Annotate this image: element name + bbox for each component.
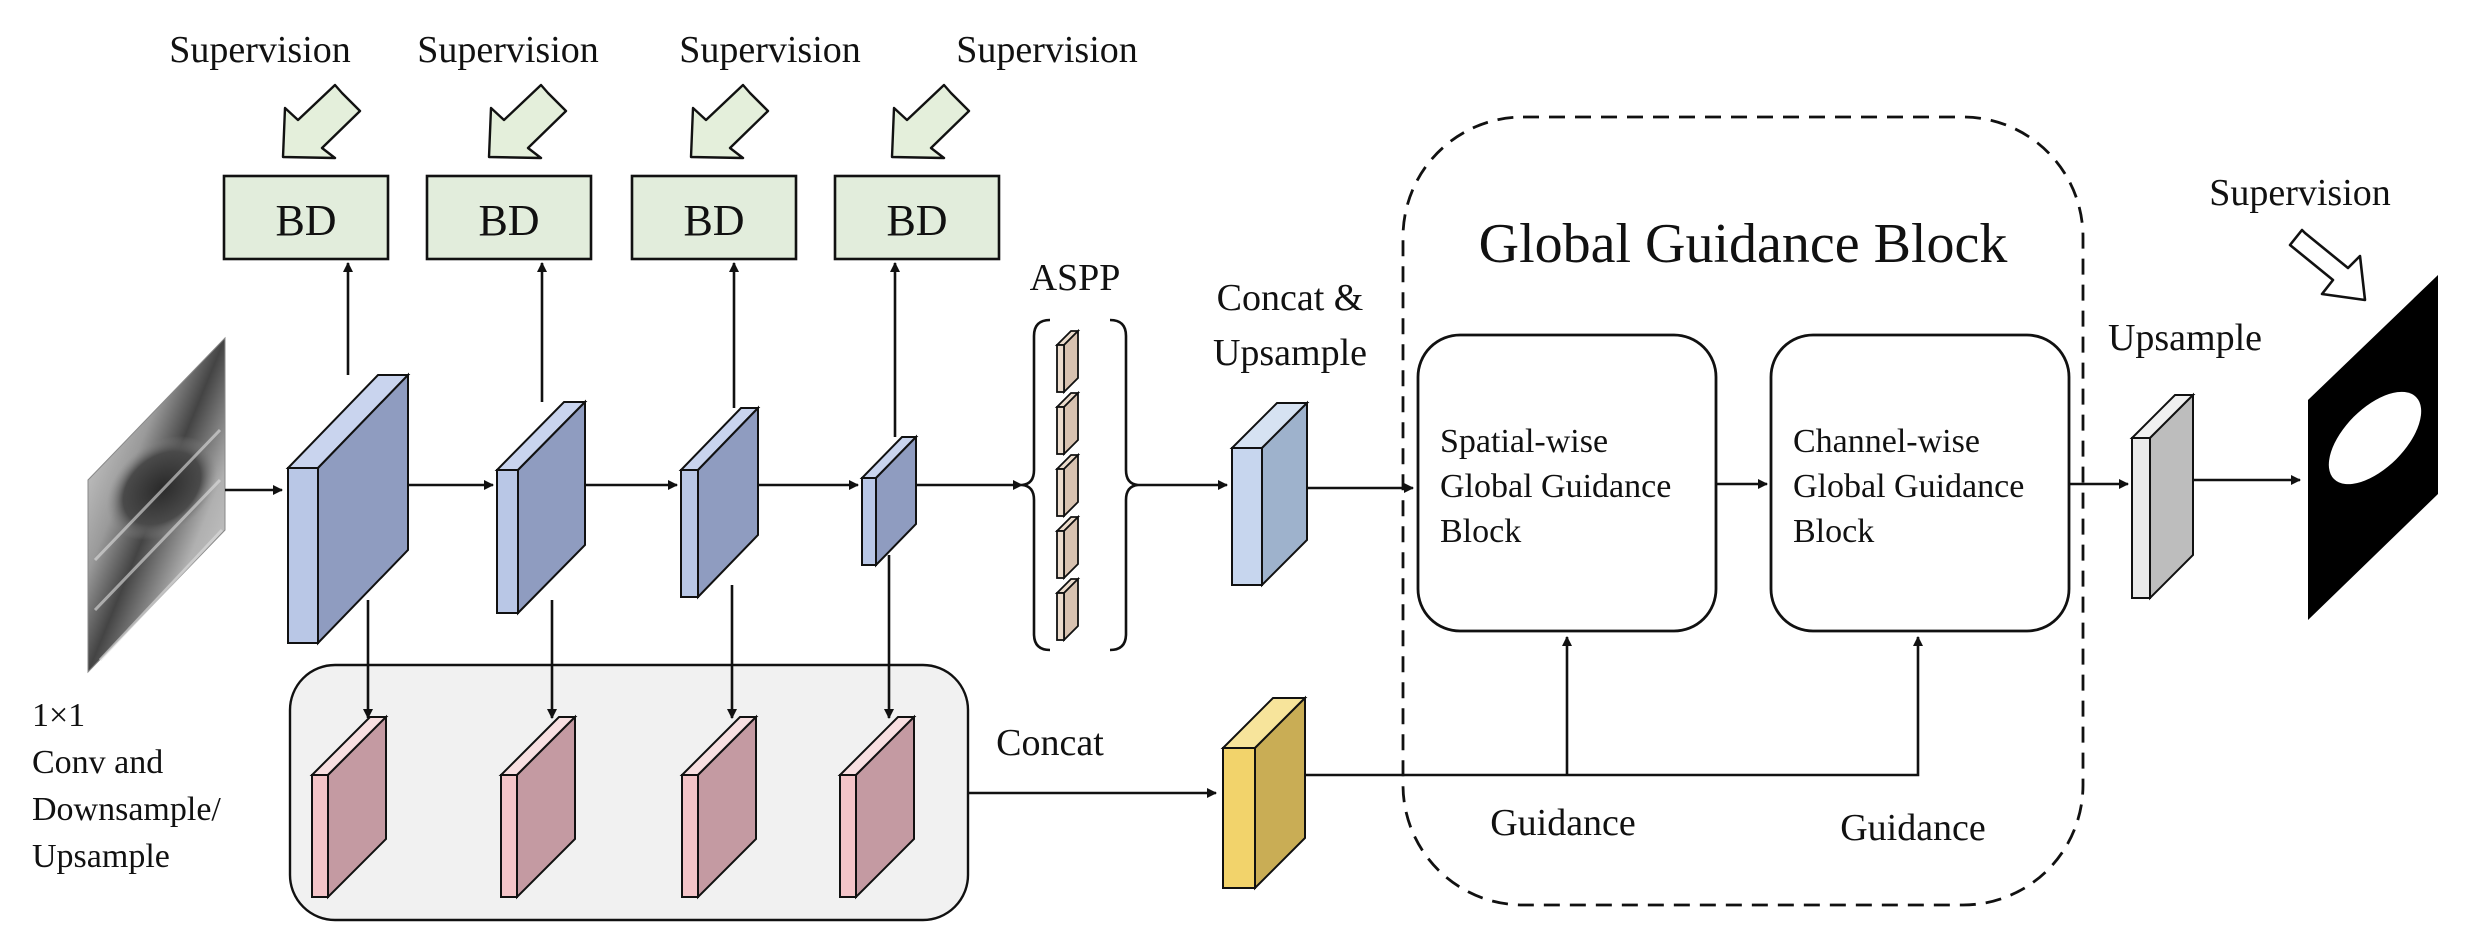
encoder-block-4	[859, 434, 919, 568]
aspp-branch-1	[1054, 328, 1081, 395]
upsample-block	[2129, 392, 2196, 601]
encoder-block-3	[678, 405, 761, 600]
bd-label: BD	[886, 196, 947, 245]
guidance-feature-block	[1220, 695, 1308, 891]
spatial-line-1: Spatial-wise	[1440, 423, 1608, 460]
encoder-block-1	[285, 372, 411, 646]
guidance-label-1: Guidance	[1490, 802, 1636, 844]
supervision-arrow-icon-3	[689, 83, 770, 160]
aspp-label: ASPP	[1030, 257, 1121, 299]
output-segmentation-mask	[2308, 275, 2438, 620]
concat-upsample-label-line1: Concat &	[1217, 277, 1364, 319]
supervision-label-4: Supervision	[956, 29, 1138, 71]
output-supervision-label: Supervision	[2209, 172, 2391, 214]
input-ultrasound-image	[87, 336, 226, 674]
supervision-label-1: Supervision	[169, 29, 351, 71]
guidance-label-2: Guidance	[1840, 807, 1986, 849]
channel-wise-block: Channel-wise Global Guidance Block	[1769, 333, 2071, 633]
supervision-label-3: Supervision	[679, 29, 861, 71]
branch-block-4	[837, 714, 917, 900]
bd-box-3: BD	[630, 174, 798, 261]
spatial-line-2: Global Guidance	[1440, 468, 1671, 505]
supervision-arrow-icon-4	[890, 83, 971, 160]
global-guidance-title: Global Guidance Block	[1479, 213, 2008, 275]
supervision-arrow-icon-1	[281, 83, 362, 160]
bd-label: BD	[683, 196, 744, 245]
supervision-label-2: Supervision	[417, 29, 599, 71]
bd-label: BD	[478, 196, 539, 245]
aspp-left-brace	[1021, 318, 1051, 652]
bd-box-4: BD	[833, 174, 1001, 261]
conv-note-line-2: Conv and	[32, 744, 163, 781]
conv-note-line-4: Upsample	[32, 838, 170, 875]
global-guidance-region	[1401, 115, 2085, 907]
aspp-branch-4	[1054, 514, 1081, 581]
bd-box-1: BD	[222, 174, 390, 261]
spatial-wise-block: Spatial-wise Global Guidance Block	[1416, 333, 1718, 633]
conv-note-line-1: 1×1	[32, 697, 85, 734]
bd-label: BD	[275, 196, 336, 245]
supervision-arrow-icon-2	[487, 83, 568, 160]
channel-line-3: Block	[1793, 513, 1874, 550]
branch-block-1	[309, 714, 389, 900]
conv-note-line-3: Downsample/	[32, 791, 221, 828]
aspp-branch-3	[1054, 452, 1081, 519]
spatial-line-3: Block	[1440, 513, 1521, 550]
branch-block-3	[679, 714, 759, 900]
branch-block-2	[498, 714, 578, 900]
upsample-label: Upsample	[2108, 317, 2262, 359]
guidance-to-channel-arrow	[1305, 636, 1923, 777]
concat-upsample-label-line2: Upsample	[1213, 332, 1367, 374]
fused-feature-block	[1229, 400, 1310, 588]
channel-line-1: Channel-wise	[1793, 423, 1980, 460]
aspp-branch-5	[1054, 576, 1081, 643]
bd-box-2: BD	[425, 174, 593, 261]
output-supervision-arrow-icon	[2288, 228, 2367, 302]
concat-label: Concat	[996, 722, 1104, 764]
channel-line-2: Global Guidance	[1793, 468, 2024, 505]
aspp-right-brace	[1109, 318, 1139, 652]
aspp-branch-2	[1054, 390, 1081, 457]
encoder-block-2	[494, 399, 588, 616]
